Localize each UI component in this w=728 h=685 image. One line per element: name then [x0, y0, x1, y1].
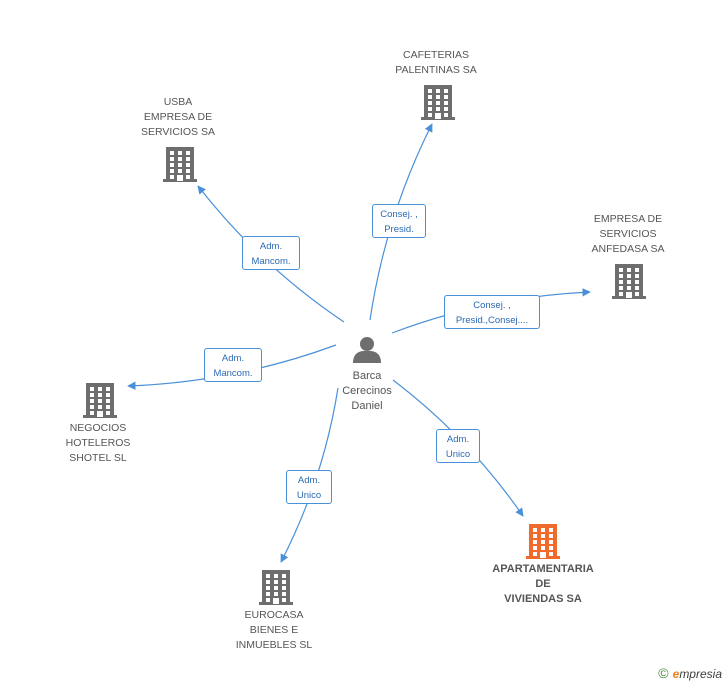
brand-name: mpresia	[679, 667, 722, 681]
footer-brand: ©empresia	[658, 665, 722, 681]
building-icon[interactable]	[421, 85, 455, 120]
relation-label-cafeterias[interactable]: Consej. , Presid.	[372, 204, 426, 238]
company-name-anfedasa[interactable]: EMPRESA DE SERVICIOS ANFEDASA SA	[591, 213, 665, 255]
person-icon[interactable]	[353, 337, 381, 363]
center-person-name[interactable]: Barca Cerecinos Daniel	[342, 370, 392, 412]
building-icon[interactable]	[83, 383, 117, 418]
company-name-shotel[interactable]: NEGOCIOS HOTELEROS SHOTEL SL	[65, 422, 131, 464]
company-name-cafeterias[interactable]: CAFETERIAS PALENTINAS SA	[395, 49, 477, 76]
building-icon[interactable]	[163, 147, 197, 182]
copyright-icon: ©	[658, 665, 669, 681]
relation-label-anfedasa[interactable]: Consej. , Presid.,Consej....	[444, 295, 540, 329]
company-name-eurocasa[interactable]: EUROCASA BIENES E INMUEBLES SL	[235, 609, 313, 651]
relation-label-shotel[interactable]: Adm. Mancom.	[204, 348, 262, 382]
brand-logo-letter: e	[672, 667, 680, 681]
relation-label-apartamentaria[interactable]: Adm. Unico	[436, 429, 480, 463]
company-name-apartamentaria[interactable]: APARTAMENTARIA DE VIVIENDAS SA	[492, 563, 594, 605]
building-icon[interactable]	[259, 570, 293, 605]
company-name-usba[interactable]: USBA EMPRESA DE SERVICIOS SA	[141, 96, 215, 138]
relation-label-eurocasa[interactable]: Adm. Unico	[286, 470, 332, 504]
building-icon[interactable]	[612, 264, 646, 299]
relation-label-usba[interactable]: Adm. Mancom.	[242, 236, 300, 270]
building-icon[interactable]	[526, 524, 560, 559]
